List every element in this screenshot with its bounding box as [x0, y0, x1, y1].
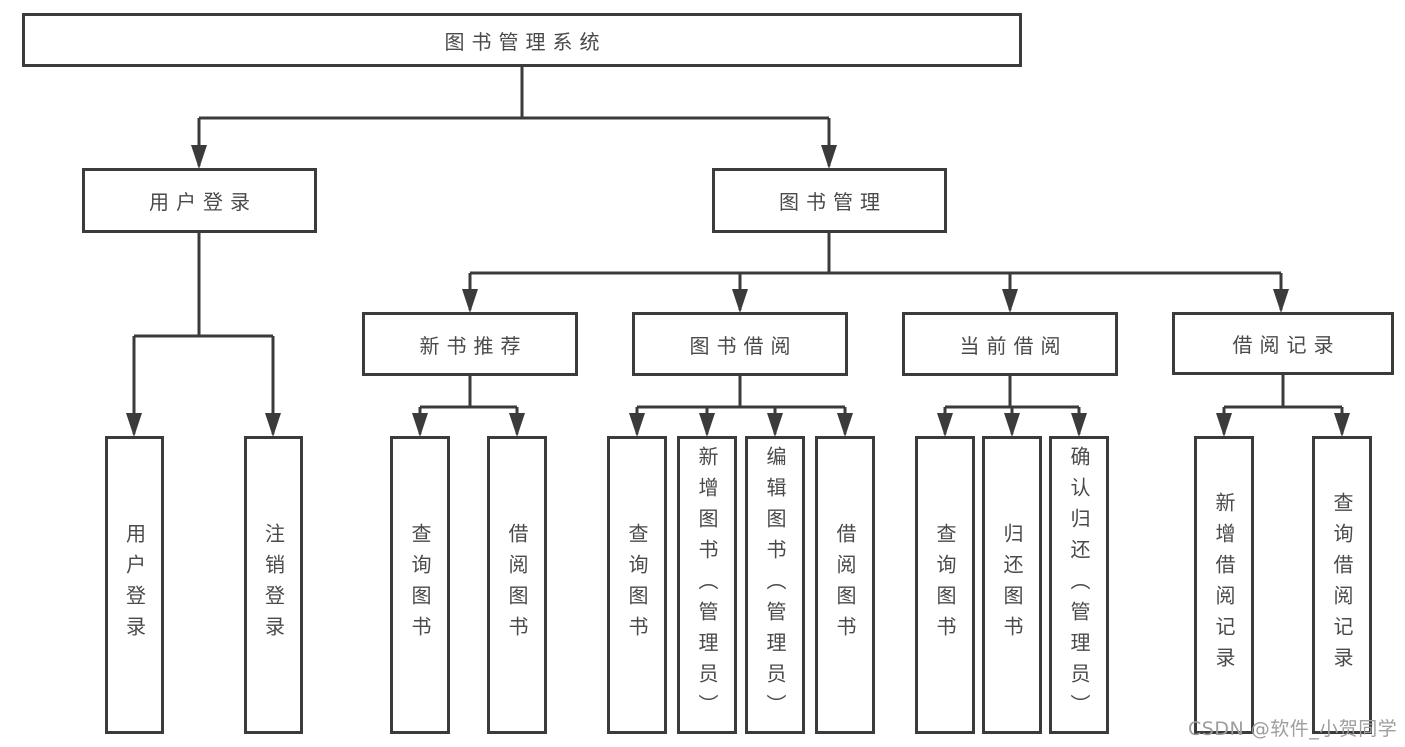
leaf-borrow-books-recommend: 借阅图书 — [487, 436, 547, 734]
leaf-confirm-return-admin: 确认归还（管理员） — [1049, 436, 1109, 734]
node-user-login: 用户登录 — [82, 168, 317, 233]
leaf-logout-login: 注销登录 — [244, 436, 303, 734]
leaf-confirm-return-admin-label: 确认归还（管理员） — [1067, 445, 1091, 725]
node-borrowing-records: 借阅记录 — [1172, 312, 1394, 375]
leaf-add-borrow-record-label: 新增借阅记录 — [1212, 492, 1236, 678]
leaf-query-books-current-label: 查询图书 — [933, 523, 957, 647]
leaf-add-book-admin-label: 新增图书（管理员） — [695, 445, 719, 725]
leaf-query-borrow-record-label: 查询借阅记录 — [1330, 492, 1354, 678]
leaf-return-books-label: 归还图书 — [1000, 523, 1024, 647]
leaf-add-book-admin: 新增图书（管理员） — [677, 436, 737, 734]
leaf-query-books-borrowing-label: 查询图书 — [625, 523, 649, 647]
connector-arrowheads — [126, 145, 1350, 437]
leaf-query-books-borrowing: 查询图书 — [607, 436, 667, 734]
connector-shafts — [132, 67, 1344, 434]
leaf-add-borrow-record: 新增借阅记录 — [1194, 436, 1254, 734]
leaf-query-books-current: 查询图书 — [915, 436, 975, 734]
leaf-query-books-recommend: 查询图书 — [390, 436, 450, 734]
leaf-borrow-books-recommend-label: 借阅图书 — [505, 523, 529, 647]
node-book-management: 图书管理 — [712, 168, 947, 233]
leaf-edit-book-admin: 编辑图书（管理员） — [745, 436, 805, 734]
node-current-borrowing: 当前借阅 — [902, 312, 1118, 376]
leaf-borrow-books: 借阅图书 — [815, 436, 875, 734]
leaf-user-login: 用户登录 — [105, 436, 164, 734]
node-book-borrowing: 图书借阅 — [632, 312, 848, 376]
node-new-book-recommend: 新书推荐 — [362, 312, 578, 376]
leaf-user-login-label: 用户登录 — [122, 523, 147, 647]
csdn-watermark: CSDN @软件_小贺同学 — [1188, 718, 1398, 740]
leaf-query-borrow-record: 查询借阅记录 — [1312, 436, 1372, 734]
leaf-logout-login-label: 注销登录 — [261, 523, 286, 647]
leaf-query-books-recommend-label: 查询图书 — [408, 523, 432, 647]
leaf-edit-book-admin-label: 编辑图书（管理员） — [763, 445, 787, 725]
leaf-borrow-books-label: 借阅图书 — [833, 523, 857, 647]
leaf-return-books: 归还图书 — [982, 436, 1042, 734]
node-library-management-system: 图书管理系统 — [22, 13, 1022, 67]
